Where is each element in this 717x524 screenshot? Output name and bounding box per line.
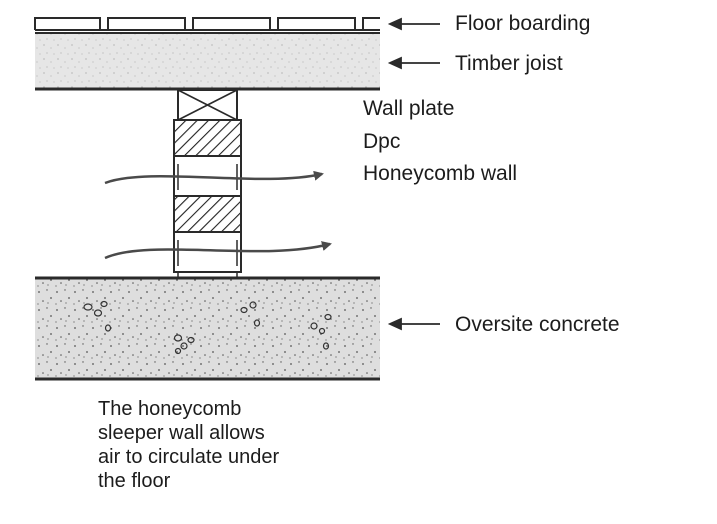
label-pointers — [387, 17, 440, 331]
label-oversite-concrete: Oversite concrete — [455, 313, 620, 336]
floor-boarding — [34, 17, 380, 31]
label-timber-joist: Timber joist — [455, 52, 563, 75]
caption-line: the floor — [98, 470, 171, 492]
caption-line: air to circulate under — [98, 446, 280, 468]
caption-line: sleeper wall allows — [98, 422, 265, 444]
oversite-concrete — [35, 276, 380, 381]
label-dpc: Dpc — [363, 130, 401, 153]
caption-line: The honeycomb — [98, 398, 242, 420]
timber-joist — [35, 32, 380, 91]
wall-plate — [177, 89, 238, 121]
airflow-arrow-upper — [104, 170, 324, 185]
airflow-arrows — [104, 170, 332, 260]
label-floor-boarding: Floor boarding — [455, 12, 591, 35]
label-honeycomb-wall: Honeycomb wall — [363, 162, 518, 185]
honeycomb-wall — [173, 119, 242, 277]
label-wall-plate: Wall plate — [363, 97, 455, 120]
aggregate-stones — [83, 300, 332, 355]
caption: The honeycomb sleeper wall allows air to… — [98, 397, 279, 493]
airflow-arrow-lower — [104, 241, 332, 260]
